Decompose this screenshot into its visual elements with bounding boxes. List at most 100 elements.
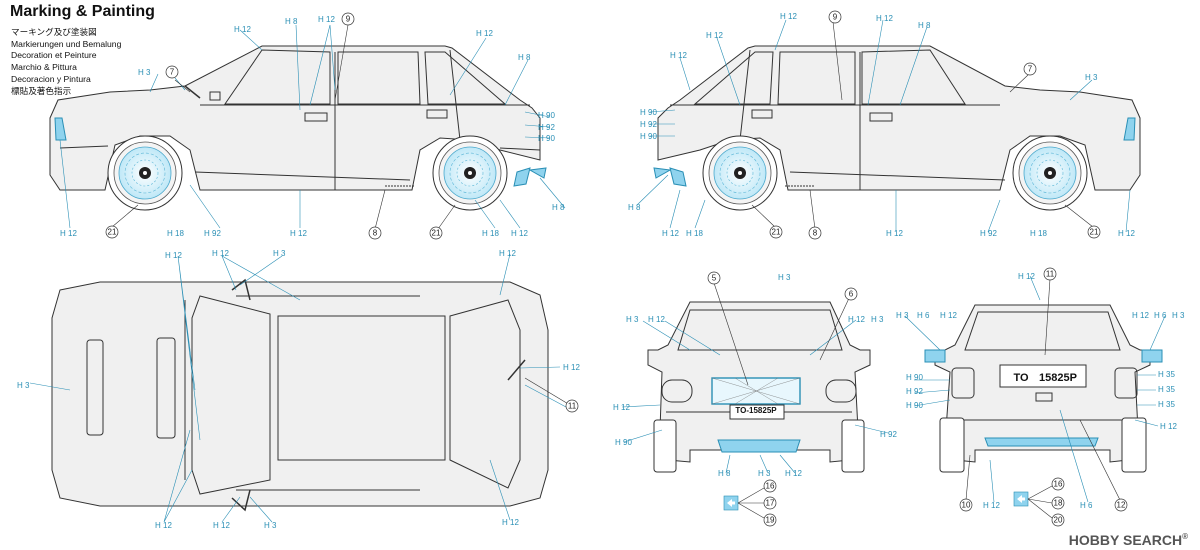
callout-h8: H 8: [285, 17, 298, 26]
callout-h12: H 12: [785, 469, 802, 478]
callout-h12: H 12: [165, 251, 182, 260]
part-8: 8: [813, 229, 818, 238]
callout-h35: H 35: [1158, 370, 1175, 379]
callout-h90: H 90: [615, 438, 632, 447]
callout-h12: H 12: [848, 315, 865, 324]
rear-arrow-decal-icon: [1013, 491, 1029, 507]
callout-h12: H 12: [511, 229, 528, 238]
part-number-labels: 9 7 21 8 21 9 7 21 8 21 11 5 6 11 10 12 …: [108, 13, 1126, 525]
left-front-wheel: [107, 135, 183, 211]
callout-h3: H 3: [758, 469, 771, 478]
callout-h3: H 3: [138, 68, 151, 77]
callout-h6: H 6: [917, 311, 930, 320]
callout-h18: H 18: [482, 229, 499, 238]
callout-h12: H 12: [1160, 422, 1177, 431]
watermark-reg: ®: [1182, 532, 1188, 541]
rear-plate-number: 15825P: [1039, 372, 1077, 384]
subtitle-de: Markierungen und Bemalung: [11, 38, 122, 49]
callout-h92: H 92: [204, 229, 221, 238]
callout-h8: H 8: [552, 203, 565, 212]
subtitle-fr: Decoration et Peinture: [11, 50, 97, 61]
right-rear-wheel: [702, 135, 778, 211]
right-side-view: [653, 45, 1141, 191]
callout-h12: H 12: [983, 501, 1000, 510]
callout-h12: H 12: [155, 521, 172, 530]
left-rear-wheel: [432, 135, 508, 211]
callout-h12: H 12: [502, 518, 519, 527]
part-18: 18: [1054, 499, 1063, 508]
callout-h12: H 12: [213, 521, 230, 530]
part-21: 21: [1090, 228, 1099, 237]
sheet-subtitles: マーキング及び塗装図 Markierungen und Bemalung Dec…: [11, 27, 121, 97]
rear-plate-prefix: TO: [1013, 372, 1029, 384]
callout-h12: H 12: [648, 315, 665, 324]
part-7: 7: [170, 68, 175, 77]
callout-h6: H 6: [1080, 501, 1093, 510]
callout-h3: H 3: [17, 381, 30, 390]
callout-h12: H 12: [662, 229, 679, 238]
part-number-markers: [105, 10, 1128, 527]
callout-labels: H 12 H 8 H 12 H 12 H 8 H 3 H 90 H 92 H 9…: [17, 12, 1185, 530]
callout-h12: H 12: [1118, 229, 1135, 238]
top-view: [51, 278, 549, 512]
part-6: 6: [849, 290, 854, 299]
callout-h90: H 90: [538, 111, 555, 120]
callout-h18: H 18: [1030, 229, 1047, 238]
callout-h6: H 6: [1154, 311, 1167, 320]
callout-h8: H 8: [518, 53, 531, 62]
part-16: 16: [1054, 480, 1063, 489]
part-21: 21: [772, 228, 781, 237]
subtitle-ja: マーキング及び塗装図: [11, 27, 97, 37]
callout-h3: H 3: [896, 311, 909, 320]
callout-h12: H 12: [563, 363, 580, 372]
callout-h18: H 18: [686, 229, 703, 238]
front-arrow-decal-icon: [723, 495, 739, 511]
callout-h12: H 12: [318, 15, 335, 24]
part-8: 8: [373, 229, 378, 238]
callout-h35: H 35: [1158, 385, 1175, 394]
callout-h90: H 90: [640, 132, 657, 141]
callout-h3: H 3: [626, 315, 639, 324]
callout-h12: H 12: [940, 311, 957, 320]
callout-h8: H 8: [918, 21, 931, 30]
part-12: 12: [1117, 501, 1126, 510]
callout-h12: H 12: [290, 229, 307, 238]
callout-h90: H 90: [640, 108, 657, 117]
part-9: 9: [346, 15, 351, 24]
sheet-title: Marking & Painting: [10, 3, 155, 20]
callout-h90: H 90: [906, 373, 923, 382]
callout-h12: H 12: [499, 249, 516, 258]
part-17: 17: [766, 499, 775, 508]
callout-h92: H 92: [640, 120, 657, 129]
right-front-wheel: [1012, 135, 1088, 211]
callout-h18: H 18: [167, 229, 184, 238]
callout-h8: H 8: [718, 469, 731, 478]
callout-h12: H 12: [1018, 272, 1035, 281]
callout-h35: H 35: [1158, 400, 1175, 409]
callout-h90: H 90: [906, 401, 923, 410]
callout-h12: H 12: [886, 229, 903, 238]
part-21: 21: [432, 229, 441, 238]
callout-h8: H 8: [628, 203, 641, 212]
part-11: 11: [1046, 270, 1055, 279]
rear-view: [924, 304, 1163, 473]
callout-h3: H 3: [1085, 73, 1098, 82]
callout-h92: H 92: [980, 229, 997, 238]
callout-h12: H 12: [234, 25, 251, 34]
part-5: 5: [712, 274, 717, 283]
callout-h12: H 12: [476, 29, 493, 38]
callout-h12: H 12: [876, 14, 893, 23]
leader-lines: [29, 19, 1166, 523]
front-view: [647, 301, 871, 473]
front-license-plate: TO-15825P: [735, 406, 777, 415]
callout-h12: H 12: [670, 51, 687, 60]
part-9: 9: [833, 13, 838, 22]
part-19: 19: [766, 516, 775, 525]
callout-h12: H 12: [613, 403, 630, 412]
part-leaders: [111, 21, 1121, 501]
arrow-leaders: [737, 485, 1053, 519]
callout-h92: H 92: [880, 430, 897, 439]
subtitle-es: Decoracion y Pintura: [11, 73, 91, 84]
